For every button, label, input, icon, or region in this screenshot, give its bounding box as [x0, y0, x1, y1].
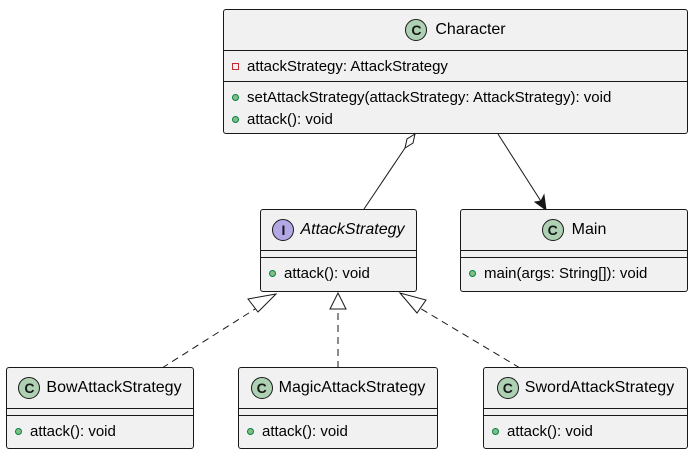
private-visibility-icon	[232, 62, 239, 70]
class-badge-icon: C	[18, 377, 41, 399]
realization-triangle-magic	[329, 291, 347, 310]
class-magic-attack-strategy[interactable]: C MagicAttackStrategy attack(): void	[238, 367, 438, 449]
realization-line-sword	[412, 303, 521, 369]
class-header: C Main	[461, 210, 687, 250]
aggregation-line	[363, 147, 406, 210]
method-row: attack(): void	[224, 108, 687, 130]
realization-triangle-bow	[247, 293, 278, 313]
class-name: BowAttackStrategy	[46, 379, 182, 396]
class-badge-icon: C	[405, 19, 428, 41]
class-name: MagicAttackStrategy	[278, 379, 426, 396]
divider	[224, 50, 687, 51]
method-text: setAttackStrategy(attackStrategy: Attack…	[247, 88, 612, 106]
divider	[461, 250, 687, 251]
method-row: attack(): void	[7, 420, 193, 442]
class-badge-icon: C	[496, 377, 519, 399]
method-row: attack(): void	[239, 420, 437, 442]
class-bow-attack-strategy[interactable]: C BowAttackStrategy attack(): void	[6, 367, 194, 449]
class-name: AttackStrategy	[300, 221, 405, 238]
public-visibility-icon	[247, 427, 254, 435]
interface-badge-icon: I	[272, 219, 295, 241]
class-name: SwordAttackStrategy	[524, 379, 675, 396]
aggregation-diamond	[404, 132, 416, 150]
class-badge-icon: C	[541, 219, 564, 241]
class-name: Main	[571, 221, 607, 238]
divider	[7, 415, 193, 416]
class-badge-icon: C	[250, 377, 273, 399]
method-row: setAttackStrategy(attackStrategy: Attack…	[224, 86, 687, 108]
divider	[239, 415, 437, 416]
method-text: attack(): void	[284, 264, 370, 282]
method-row: attack(): void	[261, 262, 416, 284]
realization-triangle-sword	[398, 292, 427, 314]
divider	[484, 408, 687, 409]
method-text: attack(): void	[507, 422, 593, 440]
divider	[224, 81, 687, 82]
public-visibility-icon	[469, 269, 476, 277]
divider	[261, 257, 416, 258]
association-line	[497, 133, 545, 207]
class-header: C Character	[224, 10, 687, 50]
public-visibility-icon	[269, 269, 276, 277]
class-name: Character	[435, 21, 506, 38]
realization-line-bow	[161, 303, 264, 369]
class-sword-attack-strategy[interactable]: C SwordAttackStrategy attack(): void	[483, 367, 688, 449]
class-header: I AttackStrategy	[261, 210, 416, 250]
class-main[interactable]: C Main main(args: String[]): void	[460, 209, 688, 292]
public-visibility-icon	[232, 93, 239, 101]
class-character[interactable]: C Character attackStrategy: AttackStrate…	[223, 9, 688, 134]
divider	[461, 257, 687, 258]
divider	[7, 408, 193, 409]
divider	[261, 250, 416, 251]
interface-attack-strategy[interactable]: I AttackStrategy attack(): void	[260, 209, 417, 292]
public-visibility-icon	[492, 427, 499, 435]
class-header: C MagicAttackStrategy	[239, 368, 437, 408]
public-visibility-icon	[232, 115, 239, 123]
field-text: attackStrategy: AttackStrategy	[247, 57, 448, 75]
class-header: C SwordAttackStrategy	[484, 368, 687, 408]
public-visibility-icon	[15, 427, 22, 435]
class-header: C BowAttackStrategy	[7, 368, 193, 408]
association-arrowhead	[533, 193, 547, 212]
method-text: attack(): void	[262, 422, 348, 440]
method-text: attack(): void	[247, 110, 333, 128]
method-row: attack(): void	[484, 420, 687, 442]
divider	[484, 415, 687, 416]
divider	[239, 408, 437, 409]
method-row: main(args: String[]): void	[461, 262, 687, 284]
method-text: main(args: String[]): void	[484, 264, 648, 282]
method-text: attack(): void	[30, 422, 116, 440]
field-row: attackStrategy: AttackStrategy	[224, 55, 687, 77]
